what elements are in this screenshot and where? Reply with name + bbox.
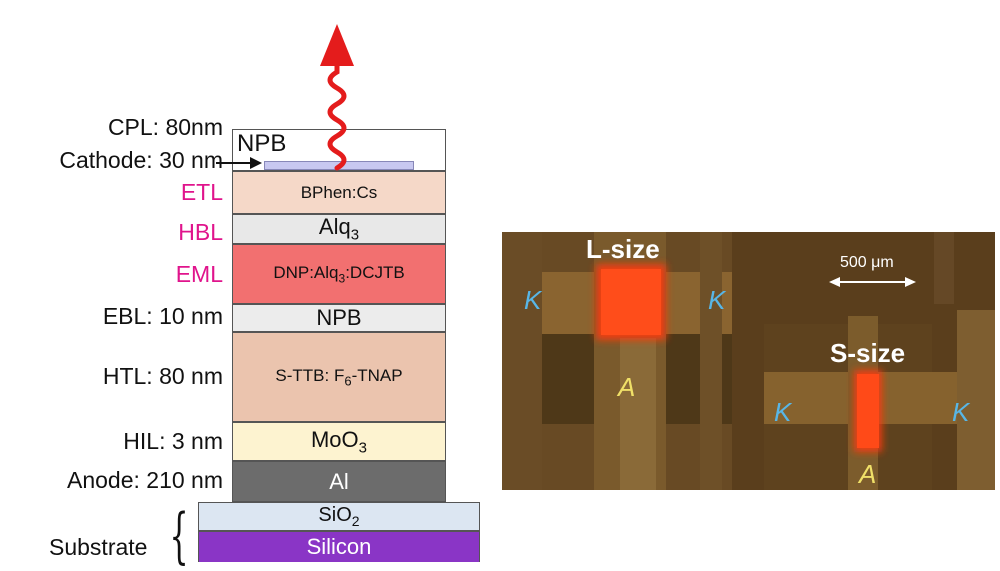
scale-bar-label: 500 μm: [840, 254, 894, 271]
eml-layer: DNP:Alq3:DCJTB: [232, 244, 446, 304]
device-micrograph: L-size S-size 500 μm K K A K K A: [502, 232, 995, 490]
substrate-brace: {: [169, 501, 189, 571]
micrograph-image: [502, 232, 995, 490]
htl-layer: S-TTB: F6-TNAP: [232, 332, 446, 422]
eml-layer-label: DNP:Alq3:DCJTB: [273, 262, 405, 286]
s-cathode-right-label: K: [952, 397, 970, 427]
s-anode-label: A: [859, 459, 877, 489]
silicon-layer: Silicon: [198, 531, 480, 562]
l-cathode-left-label: K: [524, 285, 542, 315]
cathode-pointer-arrow: [216, 157, 262, 169]
hbl-layer-label: Alq3: [318, 214, 360, 244]
sio2-layer-label: SiO2: [318, 504, 360, 529]
hil-layer-label: MoO3: [310, 426, 368, 457]
cpl-label: CPL: 80nm: [107, 114, 223, 140]
ebl-layer: NPB: [232, 304, 446, 332]
emission-arrow: [320, 24, 354, 171]
l-cathode-right-label: K: [708, 285, 726, 315]
silicon-layer-label: Silicon: [306, 534, 372, 559]
hbl-layer: Alq3: [232, 214, 446, 244]
hil-label: HIL: 3 nm: [123, 428, 223, 454]
hil-layer: MoO3: [232, 422, 446, 461]
eml-label: EML: [175, 261, 223, 287]
substrate-label: Substrate: [49, 534, 148, 560]
sio2-layer: SiO2: [198, 502, 480, 531]
cathode-label: Cathode: 30 nm: [59, 147, 223, 173]
htl-label: HTL: 80 nm: [102, 363, 223, 389]
cpl-layer-label: NPB: [237, 130, 287, 157]
s-size-label: S-size: [830, 338, 906, 368]
etl-layer: BPhen:Cs: [232, 171, 446, 214]
anode-layer-label: Al: [329, 468, 349, 494]
ebl-layer-label: NPB: [316, 305, 362, 330]
hbl-label: HBL: [178, 219, 223, 245]
etl-layer-label: BPhen:Cs: [300, 182, 378, 202]
s-cathode-left-label: K: [774, 397, 792, 427]
htl-layer-label: S-TTB: F6-TNAP: [275, 365, 403, 389]
anode-label: Anode: 210 nm: [66, 467, 223, 493]
l-size-label: L-size: [586, 234, 660, 264]
etl-label: ETL: [180, 179, 223, 205]
l-anode-label: A: [618, 372, 636, 402]
ebl-label: EBL: 10 nm: [102, 303, 223, 329]
anode-layer: Al: [232, 461, 446, 502]
